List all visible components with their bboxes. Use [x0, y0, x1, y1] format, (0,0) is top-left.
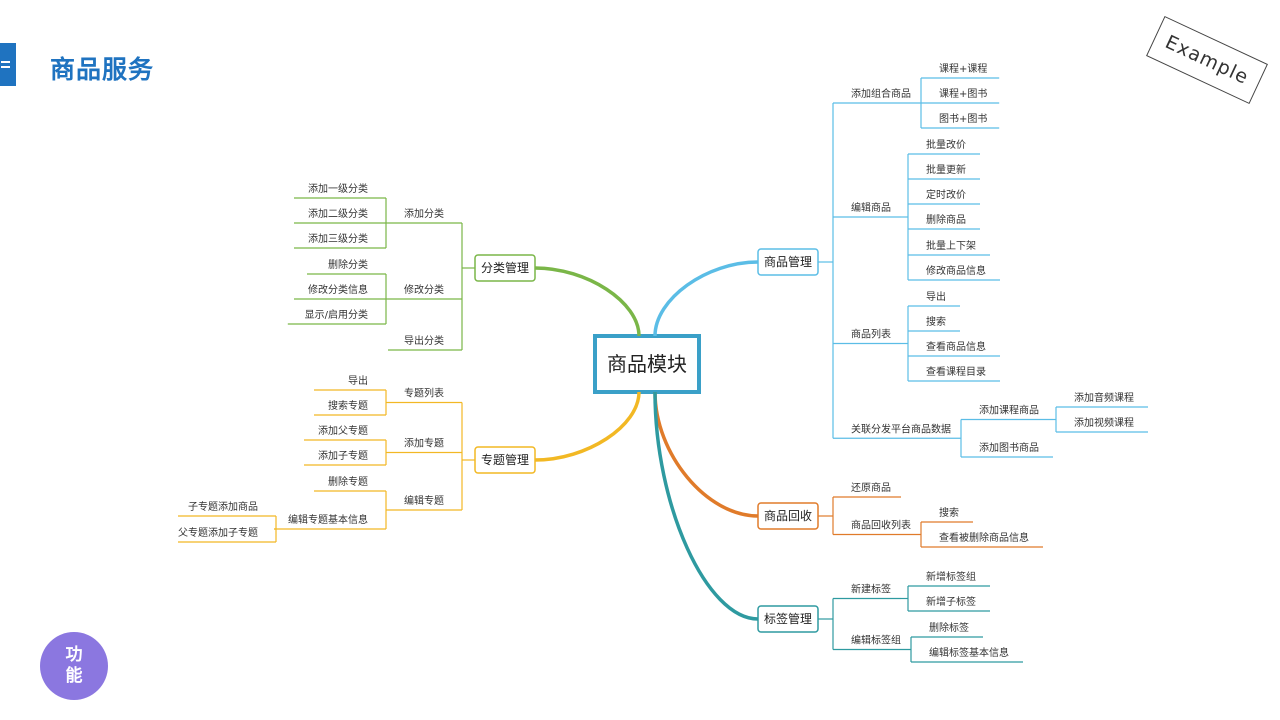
topic-label: 添加分类: [404, 207, 444, 220]
topic-label: 添加组合商品: [851, 87, 911, 100]
subtopic-label: 编辑专题基本信息: [288, 513, 368, 526]
subtopic-label: 搜索: [939, 506, 959, 519]
subtopic-label: 删除专题: [328, 475, 368, 488]
root-node-label: 商品模块: [607, 352, 687, 376]
topic-label: 专题列表: [404, 387, 444, 400]
subtopic-label: 新增子标签: [926, 595, 976, 608]
topic-label: 新建标签: [851, 583, 891, 596]
function-badge: 功 能: [40, 632, 108, 700]
subtopic-label: 添加子专题: [318, 449, 368, 462]
page-title: 商品服务: [50, 55, 155, 84]
subtopic-label: 删除商品: [926, 213, 966, 226]
subtopic-label: 新增标签组: [926, 570, 976, 583]
branch-node-label: 标签管理: [764, 611, 812, 626]
topic-label: 修改分类: [404, 283, 444, 296]
subtopic-label: 图书+图书: [939, 113, 987, 125]
subtopic-label: 导出: [926, 290, 946, 303]
subtopic-label: 添加课程商品: [979, 404, 1039, 417]
branch-node-label: 分类管理: [481, 260, 529, 275]
subtopic-label: 添加图书商品: [979, 441, 1039, 454]
subtopic-label: 搜索: [926, 315, 946, 328]
branch-node-label: 商品回收: [764, 508, 812, 523]
subtopic-label: 批量改价: [926, 138, 966, 151]
subtopic-label: 查看商品信息: [926, 340, 986, 353]
subtopic-label: 批量上下架: [926, 239, 976, 252]
subtopic-label: 显示/启用分类: [305, 308, 368, 321]
topic-label: 编辑专题: [404, 494, 444, 507]
subtopic-label: 导出: [348, 374, 368, 387]
topic-label: 还原商品: [851, 481, 891, 494]
branch-curve-0: [534, 266, 641, 337]
subtopic-label: 批量更新: [926, 163, 966, 176]
topic-label: 添加专题: [404, 437, 444, 450]
root-node-box: [593, 334, 701, 394]
leaf-label: 添加视频课程: [1074, 416, 1134, 429]
subtopic-label: 修改商品信息: [926, 264, 986, 277]
topic-label: 商品回收列表: [851, 519, 911, 532]
subtopic-label: 修改分类信息: [308, 283, 368, 296]
subtopic-label: 添加一级分类: [308, 182, 368, 195]
subtopic-label: 添加三级分类: [308, 232, 368, 245]
leaf-label: 子专题添加商品: [188, 500, 258, 513]
branch-curve-2: [653, 260, 759, 337]
topic-label: 商品列表: [851, 328, 891, 341]
subtopic-label: 查看课程目录: [926, 365, 986, 378]
subtopic-label: 删除分类: [328, 258, 368, 271]
subtopic-label: 定时改价: [926, 188, 966, 201]
branch-node-label: 专题管理: [481, 452, 529, 467]
subtopic-label: 添加父专题: [318, 424, 368, 437]
leaf-label: 添加音频课程: [1074, 391, 1134, 404]
leaf-label: 父专题添加子专题: [178, 526, 258, 539]
branch-node-label: 商品管理: [764, 254, 812, 269]
subtopic-label: 查看被删除商品信息: [939, 531, 1029, 544]
subtopic-label: 编辑标签基本信息: [929, 646, 1009, 659]
subtopic-label: 搜索专题: [328, 399, 368, 412]
subtopic-label: 删除标签: [929, 621, 969, 634]
branch-curve-1: [534, 391, 641, 462]
topic-label: 编辑标签组: [851, 634, 901, 647]
subtopic-label: 课程+课程: [939, 63, 987, 75]
badge-line-2: 能: [65, 666, 83, 686]
branch-curve-4: [653, 391, 759, 621]
topic-label: 关联分发平台商品数据: [851, 422, 951, 435]
header-accent-bar: [0, 43, 16, 86]
topic-label: 导出分类: [404, 334, 444, 347]
badge-line-1: 功: [65, 645, 83, 665]
subtopic-label: 课程+图书: [939, 88, 987, 100]
topic-label: 编辑商品: [851, 201, 891, 214]
subtopic-label: 添加二级分类: [308, 207, 368, 220]
